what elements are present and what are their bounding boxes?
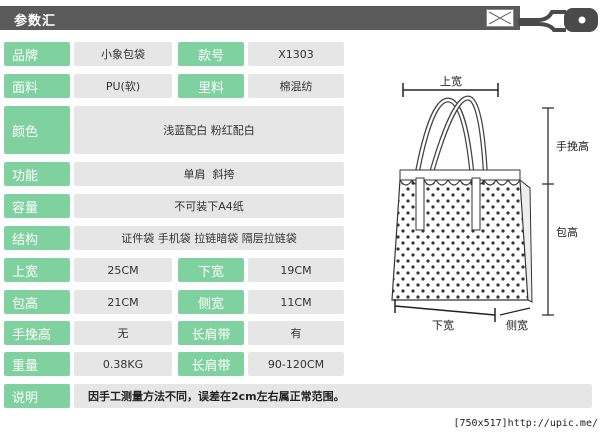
- value-handle-height: 无: [74, 321, 172, 345]
- value-strap-length: 90-120CM: [248, 352, 344, 376]
- cross-mark-icon: [488, 11, 512, 25]
- header-bar: 参数汇: [0, 0, 530, 34]
- page-title: 参数汇: [14, 14, 57, 29]
- value-shoulder-strap: 有: [248, 321, 344, 345]
- label-top-width-dim: 上宽: [440, 75, 462, 88]
- value-color: 浅蓝配白 粉红配白: [74, 106, 344, 154]
- label-handle-height-dim: 手挽高: [556, 140, 589, 153]
- label-brand: 品牌: [4, 42, 70, 66]
- label-side-width: 侧宽: [178, 290, 244, 314]
- value-side-width: 11CM: [248, 290, 344, 314]
- value-style-no: X1303: [248, 42, 344, 66]
- label-fabric: 面料: [4, 74, 70, 98]
- label-lining: 里料: [178, 74, 244, 98]
- label-handle-height: 手挽高: [4, 321, 70, 345]
- value-weight: 0.38KG: [74, 352, 172, 376]
- watermark: [750x517]http://upic.me/: [453, 418, 599, 429]
- header-bar-fill: [0, 6, 520, 30]
- value-top-width: 25CM: [74, 258, 172, 282]
- label-top-width: 上宽: [4, 258, 70, 282]
- strap-clip-icon: [518, 8, 598, 32]
- bag-illustration: [391, 83, 554, 322]
- label-capacity: 容量: [4, 194, 70, 218]
- value-bag-height: 21CM: [74, 290, 172, 314]
- header-tab-box: [486, 9, 514, 27]
- label-strap-length: 长肩带: [178, 352, 244, 376]
- value-capacity: 不可装下A4纸: [74, 194, 344, 218]
- label-bag-height: 包高: [4, 290, 70, 314]
- label-style-no: 款号: [178, 42, 244, 66]
- label-shoulder-strap: 长肩带: [178, 321, 244, 345]
- label-bottom-width: 下宽: [178, 258, 244, 282]
- value-lining: 棉混纺: [248, 74, 344, 98]
- label-bottom-width-dim: 下宽: [432, 319, 454, 332]
- value-function: 单肩 斜挎: [74, 162, 344, 186]
- label-weight: 重量: [4, 352, 70, 376]
- label-bag-height-dim: 包高: [556, 226, 578, 239]
- bag-diagram: 上宽 手挽高 包高 下宽 侧宽: [370, 60, 600, 350]
- label-side-width-dim: 侧宽: [506, 319, 528, 332]
- label-structure: 结构: [4, 226, 70, 250]
- label-note: 说明: [4, 384, 70, 408]
- value-fabric: PU(软): [74, 74, 172, 98]
- label-color: 颜色: [4, 106, 70, 154]
- value-structure: 证件袋 手机袋 拉链暗袋 隔层拉链袋: [74, 226, 344, 250]
- value-bottom-width: 19CM: [248, 258, 344, 282]
- label-function: 功能: [4, 162, 70, 186]
- value-note: 因手工测量方法不同，误差在2cm左右属正常范围。: [74, 384, 592, 408]
- value-brand: 小象包袋: [74, 42, 172, 66]
